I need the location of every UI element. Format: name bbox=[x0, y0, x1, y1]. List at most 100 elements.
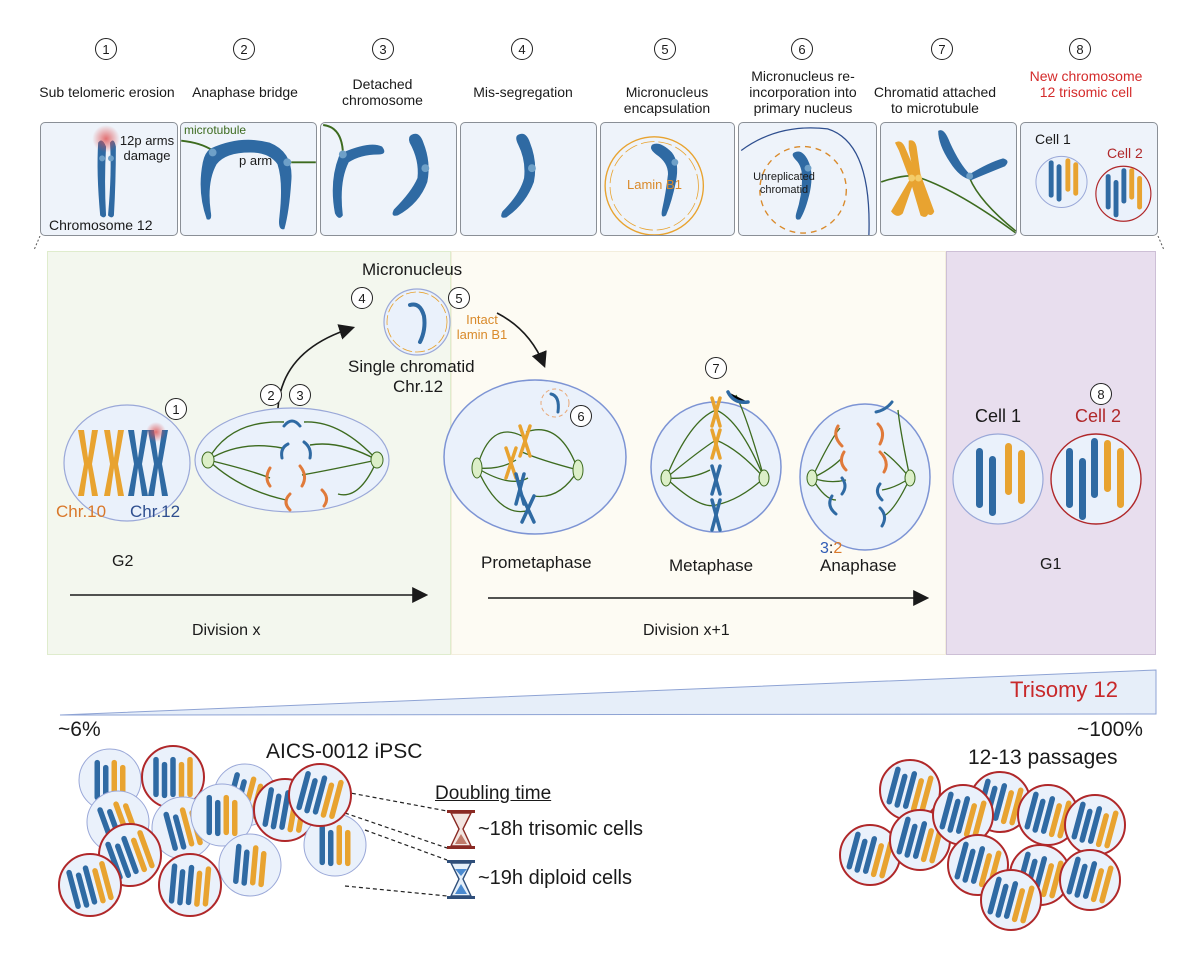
micronucleus-encapsulation-illustration bbox=[604, 136, 705, 235]
step-number-2: 2 bbox=[233, 38, 255, 60]
main-step-1: 1 bbox=[165, 398, 187, 420]
step-title-1: Sub telomeric erosion bbox=[39, 84, 175, 100]
anaphase-bridge-illustration bbox=[181, 139, 316, 230]
trisomic-cell-population bbox=[839, 759, 1126, 931]
step-number-8: 8 bbox=[1069, 38, 1091, 60]
metaphase-cell bbox=[650, 390, 782, 533]
micronucleus-label: Micronucleus bbox=[362, 260, 463, 279]
micronucleus-reincorporation-illustration bbox=[740, 127, 870, 235]
box-anaphase-bridge: microtubule p arm bbox=[180, 122, 317, 236]
box-cell2-label: Cell 2 bbox=[1107, 145, 1143, 161]
g1-label: G1 bbox=[1040, 556, 1062, 573]
diploid-cell bbox=[218, 833, 282, 897]
main-step-4: 4 bbox=[351, 287, 373, 309]
chromosome-12-label: Chromosome 12 bbox=[49, 217, 153, 233]
doubling-time-title: Doubling time bbox=[435, 783, 552, 804]
main-step-7: 7 bbox=[705, 357, 727, 379]
g2-label: G2 bbox=[112, 553, 134, 570]
box-trisomic-cell: Cell 1 Cell 2 bbox=[1020, 122, 1158, 236]
main-step-3: 3 bbox=[289, 384, 311, 406]
step-number-7: 7 bbox=[931, 38, 953, 60]
trisomic-cell bbox=[879, 759, 941, 821]
detached-chromosome-illustration bbox=[323, 123, 430, 218]
end-percentage: ~100% bbox=[1077, 718, 1143, 741]
box-mis-segregation bbox=[460, 122, 597, 236]
lamin-b1-label: Lamin B1 bbox=[627, 177, 682, 192]
cell-cycle-illustration bbox=[63, 288, 1142, 606]
step-number-3: 3 bbox=[372, 38, 394, 60]
step-title-3: Detached chromosome bbox=[342, 76, 423, 108]
division-x1-label: Division x+1 bbox=[643, 622, 730, 639]
g1-cell-1 bbox=[952, 433, 1044, 525]
prometaphase-cell bbox=[443, 379, 627, 535]
trisomic-cell bbox=[58, 853, 122, 917]
g1-cell-2 bbox=[1050, 433, 1142, 525]
step-title-4: Mis-segregation bbox=[473, 84, 573, 100]
box-detached-chromosome bbox=[320, 122, 457, 236]
bottom-illustration bbox=[58, 669, 1157, 931]
cell1-label: Cell 1 bbox=[975, 406, 1022, 426]
zoom-connector-lines bbox=[33, 236, 1165, 251]
step-number-1: 1 bbox=[95, 38, 117, 60]
metaphase-label: Metaphase bbox=[669, 556, 754, 575]
chr12-label: Chr.12 bbox=[130, 502, 181, 521]
mixed-cell-population bbox=[58, 745, 367, 917]
box-micronucleus-encapsulation: Lamin B1 bbox=[600, 122, 735, 236]
box-cell1-label: Cell 1 bbox=[1035, 131, 1071, 147]
anaphase-cell bbox=[799, 400, 931, 551]
trisomic-cell bbox=[1064, 794, 1126, 856]
ratio-blue: 3 bbox=[820, 540, 829, 557]
hourglass-diploid-icon bbox=[447, 860, 475, 899]
diploid-cell bbox=[190, 783, 254, 847]
main-step-8: 8 bbox=[1090, 383, 1112, 405]
main-step-5: 5 bbox=[448, 287, 470, 309]
step-number-4: 4 bbox=[511, 38, 533, 60]
chromatid-attached-illustration bbox=[881, 130, 1016, 234]
trisomy-12-label: Trisomy 12 bbox=[1010, 677, 1118, 702]
cell-line-label: AICS-0012 iPSC bbox=[266, 740, 423, 763]
diploid-doubling-time: ~19h diploid cells bbox=[478, 867, 632, 889]
box-chromatid-attached bbox=[880, 122, 1017, 236]
trisomic-cell bbox=[980, 869, 1042, 931]
trisomic-cell bbox=[932, 784, 994, 846]
arrow-to-prometaphase bbox=[496, 312, 547, 368]
step-title-8: New chromosome 12 trisomic cell bbox=[1029, 68, 1143, 100]
step-title-5: Micronucleus encapsulation bbox=[623, 84, 711, 116]
step-number-6: 6 bbox=[791, 38, 813, 60]
microtubule-label: microtubule bbox=[184, 123, 247, 137]
chr12-micronucleus-label: Chr.12 bbox=[393, 377, 444, 396]
trisomic-cell bbox=[158, 853, 222, 917]
trisomic-cell bbox=[1059, 849, 1121, 911]
diploid-cell bbox=[303, 813, 367, 877]
ratio-label: 3:2 bbox=[820, 540, 842, 558]
damage-label: 12p arms damage bbox=[119, 133, 175, 163]
step-title-7: Chromatid attached to microtubule bbox=[873, 84, 997, 116]
cell2-label: Cell 2 bbox=[1075, 406, 1122, 426]
passages-label: 12-13 passages bbox=[968, 746, 1118, 769]
chr10-label: Chr.10 bbox=[56, 502, 107, 521]
step-title-2: Anaphase bridge bbox=[192, 84, 298, 100]
trisomy-gradient-wedge bbox=[59, 669, 1157, 716]
p-arm-label: p arm bbox=[239, 153, 273, 168]
intact-lamin-label: Intact lamin B1 bbox=[456, 312, 508, 342]
step-title-6: Micronucleus re-incorporation into prima… bbox=[749, 68, 857, 116]
main-step-6: 6 bbox=[570, 405, 592, 427]
g2-cell bbox=[63, 404, 191, 522]
start-percentage: ~6% bbox=[58, 718, 101, 741]
ratio-separator: : bbox=[828, 540, 834, 557]
trisomic-cell bbox=[1017, 784, 1079, 846]
trisomic-cell bbox=[141, 745, 205, 809]
doubling-connectors bbox=[344, 791, 448, 897]
micronucleus bbox=[383, 288, 451, 356]
mis-segregation-illustration bbox=[501, 133, 536, 218]
single-chromatid-label: Single chromatid bbox=[348, 357, 475, 376]
step-number-5: 5 bbox=[654, 38, 676, 60]
box-subtelomeric-erosion: 12p arms damage Chromosome 12 bbox=[40, 122, 178, 236]
unreplicated-chromatid-label: Unreplicated chromatid bbox=[753, 171, 815, 196]
trisomic-cell bbox=[288, 763, 352, 827]
division-x-label: Division x bbox=[192, 622, 261, 639]
hourglass-trisomic-icon bbox=[447, 810, 475, 849]
anaphase-bridge-cell bbox=[194, 407, 390, 513]
chromosome-12-illustration bbox=[92, 124, 120, 218]
ratio-orange: 2 bbox=[833, 540, 843, 557]
